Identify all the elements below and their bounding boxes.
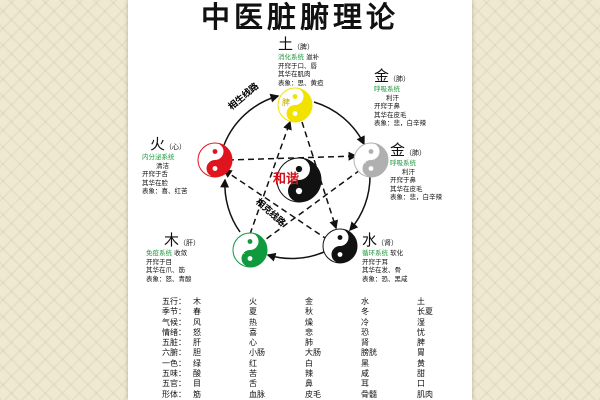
wood-yin-yang — [232, 232, 268, 268]
metal-taste-badge: 辣 — [358, 155, 366, 165]
table-cell: 目 — [193, 379, 201, 389]
table-row: 五官： 目 舌 鼻 耳 口 — [162, 379, 473, 389]
table-cell: 肝 — [193, 338, 201, 348]
table-cell: 耳 — [361, 379, 369, 389]
row-header: 五行： — [162, 297, 186, 306]
generating-arc — [349, 174, 371, 232]
table-row: 六腑： 胆 小肠 大肠 膀胱 胃 — [162, 348, 473, 358]
fire-yin-yang — [197, 142, 233, 178]
row-header: 五味： — [162, 369, 186, 379]
generating-arc — [223, 93, 280, 146]
table-row: 气候： 风 热 燥 冷 湿 — [162, 318, 473, 328]
table-row: 五脏： 肝 心 肺 肾 脾 — [162, 338, 473, 348]
table-cell: 甜 — [417, 369, 425, 379]
water-yin-yang — [322, 228, 358, 264]
wood-label: 木（肝） 免疫系统 收敛 开窍于目 其华在爪、筋 表象：怒、青酸 — [146, 231, 201, 283]
generating-arc — [313, 101, 365, 146]
table-cell: 脾 — [417, 338, 425, 348]
table-row: 形体： 筋 血脉 皮毛 骨髓 肌肉 — [162, 390, 473, 400]
row-header: 一色： — [162, 358, 186, 368]
poster: 中医脏腑理论 脾辣苦酸 和谐 相生线路 相克线路 土（脾） 消化系统 滋补 开窍… — [128, 0, 472, 400]
restraining-line — [227, 151, 358, 161]
table-cell: 冷 — [361, 317, 369, 327]
fire-label: 火（心） 内分泌系统 清洁 开窍于舌 其华在脸 表象：喜、红苦 — [142, 135, 188, 196]
table-cell: 白 — [305, 358, 313, 368]
table-cell: 大肠 — [305, 348, 321, 358]
table-cell: 热 — [249, 317, 257, 327]
table-cell: 黄 — [417, 358, 425, 368]
table-cell: 苦 — [249, 369, 257, 379]
table-cell: 筋 — [193, 389, 201, 399]
table-row: 情绪： 怒 喜 悲 恐 忧 — [162, 328, 473, 338]
earth-label: 土（脾） 消化系统 滋补 开窍于口、唇 其华在肌肉 表象：思、黄疸 — [278, 35, 324, 87]
center-harmony-text: 和谐 — [273, 172, 300, 187]
table-cell: 辣 — [305, 369, 313, 379]
table-cell: 湿 — [417, 317, 425, 327]
table-cell: 膀胱 — [361, 348, 377, 358]
table-cell: 恐 — [361, 327, 369, 337]
metal-label: 金（肺） 呼吸系统 利汗 开窍于鼻 其华在皮毛 表象：悲，白辛辣 — [390, 141, 442, 202]
table-cell: 绿 — [193, 358, 201, 368]
table-cell: 肾 — [361, 338, 369, 348]
metal-yin-yang — [353, 142, 389, 178]
table-cell: 秋 — [305, 307, 313, 317]
table-cell: 水 — [361, 297, 369, 306]
table-cell: 金 — [305, 297, 313, 306]
restraining-line — [222, 169, 329, 241]
water-label: 水（肾） 循环系统 软化 开窍于耳 其华在发、骨 表象：恐、黑咸 — [362, 231, 408, 283]
page-title: 中医脏腑理论 — [200, 0, 399, 34]
fire-taste-badge: 苦 — [202, 154, 210, 164]
earth-taste-badge: 脾 — [282, 97, 290, 107]
row-header: 五官： — [162, 379, 186, 389]
table-cell: 皮毛 — [305, 389, 321, 399]
table-cell: 土 — [417, 297, 425, 306]
table-cell: 口 — [417, 379, 425, 389]
table-cell: 咸 — [361, 369, 369, 379]
table-cell: 喜 — [249, 327, 257, 337]
table-cell: 酸 — [193, 369, 201, 379]
table-row: 季节： 春 夏 秋 冬 长夏 — [162, 307, 473, 317]
row-header: 五脏： — [162, 338, 186, 348]
table-cell: 怒 — [193, 327, 201, 337]
table-cell: 红 — [249, 358, 257, 368]
table-cell: 肌肉 — [417, 389, 433, 399]
table-cell: 火 — [249, 297, 257, 306]
table-cell: 忧 — [417, 327, 425, 337]
wood-taste-badge: 酸 — [237, 245, 245, 255]
metal-top-label: 金（肺） 呼吸系统 利汗 开窍于鼻 其华在皮毛 表象：悲，白辛辣 — [374, 67, 426, 128]
table-cell: 夏 — [249, 307, 257, 317]
earth-yin-yang — [277, 87, 313, 123]
center-yin-yang — [276, 157, 322, 203]
table-row: 五味： 酸 苦 辣 咸 甜 — [162, 369, 473, 379]
table-cell: 春 — [193, 307, 201, 317]
table-cell: 胃 — [417, 348, 425, 358]
table-cell: 舌 — [249, 379, 257, 389]
table-cell: 血脉 — [249, 389, 265, 399]
table-cell: 黑 — [361, 358, 369, 368]
row-header: 情绪： — [162, 327, 186, 337]
row-header: 季节： — [162, 307, 186, 317]
table-cell: 木 — [193, 297, 201, 306]
correspondence-table: 五行： 木 火 金 水 土季节： 春 夏 秋 冬 长夏气候： 风 热 燥 冷 湿情绪： 怒 喜 悲 恐 忧五脏： 肝 心 肺 肾… — [162, 297, 473, 400]
table-cell: 长夏 — [417, 307, 433, 317]
row-header: 形体： — [162, 389, 186, 399]
generating-arc — [266, 251, 325, 262]
five-elements-diagram: 脾辣 苦酸 — [197, 87, 389, 268]
table-cell: 胆 — [193, 348, 201, 358]
table-cell: 骨髓 — [361, 389, 377, 399]
generating-arc — [220, 178, 241, 233]
table-cell: 风 — [193, 317, 201, 327]
table-cell: 肺 — [305, 338, 313, 348]
table-cell: 冬 — [361, 307, 369, 317]
row-header: 六腑： — [162, 348, 186, 358]
restraining-line — [256, 169, 361, 246]
row-header: 气候： — [162, 317, 186, 327]
table-cell: 心 — [249, 338, 257, 348]
table-cell: 燥 — [305, 317, 313, 327]
table-cell: 鼻 — [305, 379, 313, 389]
table-cell: 小肠 — [249, 348, 265, 358]
table-cell: 悲 — [305, 327, 313, 337]
table-row: 一色： 绿 红 白 黑 黄 — [162, 359, 473, 369]
table-row: 五行： 木 火 金 水 土 — [162, 297, 473, 307]
